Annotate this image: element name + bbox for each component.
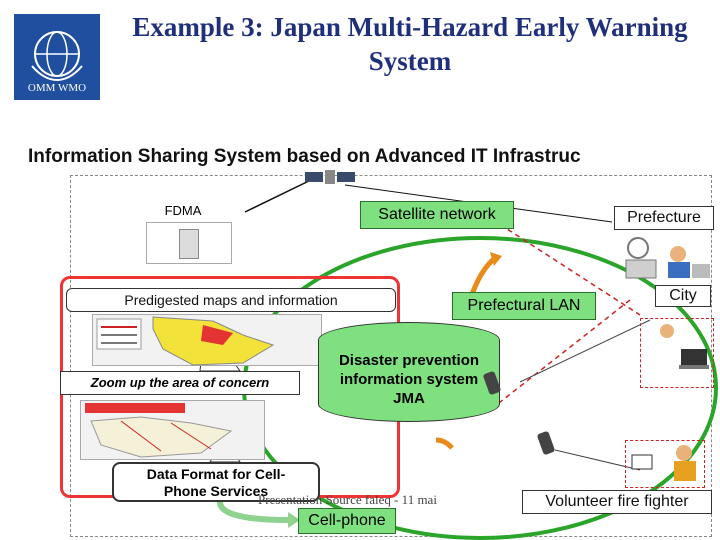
jma-line-2: information system bbox=[339, 371, 479, 388]
prefecture-office-icon bbox=[622, 234, 712, 284]
data-format-line-2: Phone Services bbox=[163, 483, 269, 499]
satellite-icon bbox=[305, 166, 355, 188]
data-format-callout: Data Format for Cell- Phone Services bbox=[112, 462, 320, 502]
wmo-logo bbox=[14, 14, 100, 100]
prefectural-lan-label: Prefectural LAN bbox=[452, 292, 596, 320]
volunteer-devices-frame bbox=[625, 440, 705, 488]
cellphone-label: Cell-phone bbox=[298, 508, 396, 534]
prefecture-label: Prefecture bbox=[614, 206, 714, 230]
city-phone-link-2 bbox=[519, 319, 651, 383]
jma-line-3: JMA bbox=[393, 390, 425, 407]
zoom-callout: Zoom up the area of concern bbox=[60, 371, 300, 395]
zoomed-map-image bbox=[80, 400, 265, 460]
jma-system-cylinder: Disaster prevention information system J… bbox=[318, 322, 500, 422]
format-arrow bbox=[217, 501, 291, 523]
city-devices-frame bbox=[640, 318, 714, 388]
globe-icon bbox=[31, 31, 83, 82]
jma-arrow bbox=[435, 437, 454, 450]
city-phone-link-1 bbox=[489, 299, 631, 411]
jma-line-1: Disaster prevention bbox=[338, 352, 480, 369]
hazard-map-image bbox=[92, 314, 322, 366]
fdma-building-frame bbox=[146, 222, 232, 264]
predigested-label: Predigested maps and information bbox=[66, 288, 396, 312]
slide-subtitle: Information Sharing System based on Adva… bbox=[28, 146, 581, 167]
title-line-2: System bbox=[368, 46, 452, 76]
footer-source: Presentation Source faleq - 11 mai bbox=[258, 492, 437, 507]
fdma-label: FDMA bbox=[164, 203, 202, 218]
satellite-network-label: Satellite network bbox=[360, 201, 514, 229]
title-line-1: Example 3: Japan Multi-Hazard Early Warn… bbox=[132, 12, 688, 42]
logo-label: OMM WMO bbox=[27, 82, 87, 94]
fdma-satellite-link bbox=[244, 177, 316, 213]
satellite-city-link bbox=[469, 204, 641, 316]
page-title: Example 3: Japan Multi-Hazard Early Warn… bbox=[110, 10, 710, 78]
volunteer-label: Volunteer fire fighter bbox=[522, 490, 712, 514]
building-icon bbox=[179, 229, 199, 259]
city-label: City bbox=[655, 285, 711, 307]
data-format-line-1: Data Format for Cell- bbox=[146, 466, 286, 482]
